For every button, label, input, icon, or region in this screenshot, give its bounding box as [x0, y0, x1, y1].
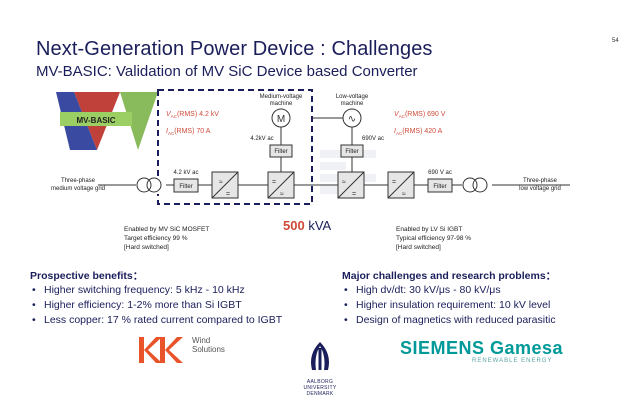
converter-diagram: MV-BASIC Three-phase medium voltage grid… [51, 89, 570, 251]
mv-ac-machine-label: 4.2kV ac [250, 136, 273, 142]
lv-note-3: [Hard switched] [396, 244, 441, 251]
siemens-gamesa-tagline: RENEWABLE ENERGY [472, 358, 553, 364]
aalborg-university-logo-text: AALBORG UNIVERSITY DENMARK [297, 379, 343, 397]
mv-machine-label-1: Medium-voltage [260, 94, 303, 100]
lv-ac-right-label: 690 V ac [428, 170, 452, 176]
mv-note-1: Enabled by MV SiC MOSFET [124, 226, 209, 233]
svg-text:=: = [352, 191, 356, 198]
aau-text-line-2: DENMARK [306, 391, 334, 397]
mv-rectifier-icon: ≈ = [211, 171, 239, 199]
kk-text-line-1: Wind [192, 336, 211, 345]
svg-text:=: = [272, 179, 276, 186]
mv-motor-icon: M [271, 108, 291, 128]
right-transformer-icon [462, 176, 492, 194]
right-grid-label-2: low voltage grid [519, 186, 561, 192]
list-item: Design of magnetics with reduced parasit… [342, 313, 556, 328]
svg-text:=: = [392, 179, 396, 186]
challenges-list: High dv/dt: 30 kV/μs - 80 kV/μs Higher i… [342, 283, 556, 328]
lv-note-1: Enabled by LV Si IGBT [396, 226, 462, 233]
kk-text-line-2: Solutions [192, 345, 225, 354]
mv-machine-filter-label: Filter [274, 149, 287, 155]
mv-voltage-rating: VAC(RMS) 4.2 kV [166, 111, 219, 119]
left-transformer-icon [136, 176, 166, 194]
slide-subtitle: MV-BASIC: Validation of MV SiC Device ba… [36, 63, 418, 80]
left-filter-block: Filter [173, 178, 199, 193]
list-item: Higher efficiency: 1-2% more than Si IGB… [30, 298, 282, 313]
list-item: Higher insulation requirement: 10 kV lev… [342, 298, 556, 313]
mv-current-rating: IAC(RMS) 70 A [166, 128, 211, 136]
slide-title: Next-Generation Power Device : Challenge… [36, 38, 433, 60]
kk-wind-logo-text: Wind Solutions [192, 336, 225, 354]
mv-converter-box [157, 89, 313, 205]
svg-text:≈: ≈ [342, 179, 346, 186]
lv-note-2: Typical efficiency 97-98 % [396, 235, 471, 242]
right-grid-label-1: Three-phase [523, 178, 558, 184]
lv-machine-label-1: Low-voltage [336, 94, 369, 100]
mv-note-3: [Hard switched] [124, 244, 169, 251]
lv-generator-icon: ∿ [342, 108, 362, 128]
mv-note-2: Target efficiency 99 % [124, 235, 188, 242]
mv-machine-label-2: machine [270, 101, 293, 107]
svg-text:≈: ≈ [402, 191, 406, 198]
lv-current-rating: IAC(RMS) 420 A [394, 128, 443, 136]
challenges-heading: Major challenges and research problems： [342, 270, 557, 282]
badge-label: MV-BASIC [76, 116, 115, 125]
list-item: High dv/dt: 30 kV/μs - 80 kV/μs [342, 283, 556, 298]
mv-basic-badge: MV-BASIC [56, 92, 158, 150]
lv-voltage-rating: VAC(RMS) 690 V [394, 111, 446, 119]
benefits-heading: Prospective benefits： [30, 270, 144, 282]
benefits-list: Higher switching frequency: 5 kHz - 10 k… [30, 283, 282, 328]
power-rating: 500 kVA [283, 218, 332, 233]
left-grid-label-1: Three-phase [61, 178, 96, 184]
list-item: Less copper: 17 % rated current compared… [30, 313, 282, 328]
aau-text-line-1: AALBORG UNIVERSITY [303, 379, 337, 391]
lv-machine-label-2: machine [341, 101, 364, 107]
left-grid-label-2: medium voltage grid [51, 186, 105, 192]
right-filter-label: Filter [433, 184, 446, 190]
list-item: Higher switching frequency: 5 kHz - 10 k… [30, 283, 282, 298]
lv-machine-filter-label: Filter [345, 149, 358, 155]
mv-motor-symbol: M [277, 114, 285, 125]
svg-text:≈: ≈ [219, 179, 223, 186]
mv-ac-left-label: 4.2 kV ac [173, 170, 198, 176]
right-filter-block: Filter [427, 178, 453, 193]
mv-inverter-icon: = ≈ [267, 171, 295, 199]
lv-machine-filter-block: Filter [340, 144, 364, 158]
left-filter-label: Filter [179, 184, 192, 190]
svg-text:∿: ∿ [348, 114, 356, 125]
svg-text:=: = [226, 191, 230, 198]
aalborg-university-logo-icon [311, 342, 329, 370]
lv-inverter-icon: = ≈ [387, 171, 415, 199]
page-number: 54 [612, 38, 619, 44]
lv-ac-machine-label: 690V ac [362, 136, 384, 142]
mv-machine-filter-block: Filter [269, 144, 293, 158]
siemens-gamesa-logo: SIEMENS Gamesa [400, 338, 564, 358]
lv-rectifier-icon: ≈ = [337, 171, 365, 199]
kk-wind-logo-icon [139, 337, 183, 363]
svg-text:≈: ≈ [280, 191, 284, 198]
